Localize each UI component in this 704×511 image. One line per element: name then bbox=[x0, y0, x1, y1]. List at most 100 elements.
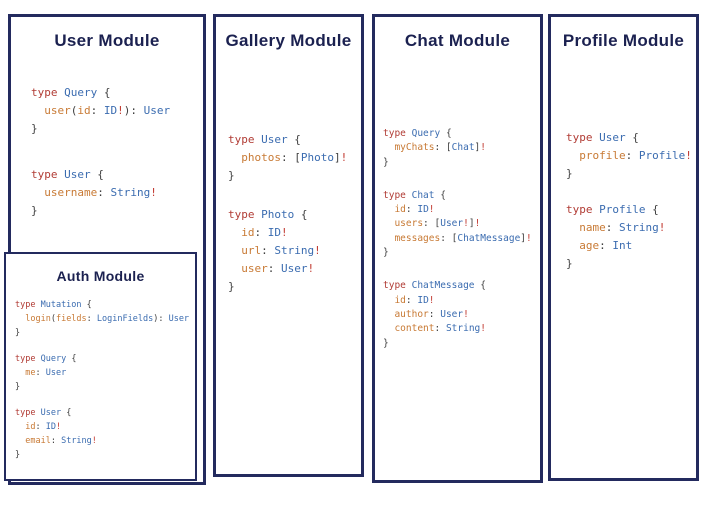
code-line: } bbox=[228, 278, 361, 296]
code-block: type ChatMessage { id: ID! author: User!… bbox=[383, 279, 540, 350]
code-token-field: id bbox=[15, 422, 36, 432]
code-token-type: Photo bbox=[261, 208, 301, 221]
code-token-punct: } bbox=[228, 169, 235, 182]
code-token-punct: : bbox=[97, 186, 111, 199]
code-token-punct: } bbox=[566, 167, 573, 180]
code-token-punct: ( bbox=[50, 314, 56, 324]
code-token-punct: : bbox=[428, 308, 441, 320]
code-block: type Photo { id: ID! url: String! user: … bbox=[228, 206, 361, 296]
code-token-kw: type bbox=[383, 128, 412, 139]
code-token-field: email bbox=[15, 436, 51, 446]
code-token-field: username bbox=[31, 186, 98, 199]
code-line: type ChatMessage { bbox=[383, 279, 540, 293]
code-token-punct: } bbox=[15, 328, 21, 338]
code-token-punct: { bbox=[294, 133, 301, 146]
code-line: } bbox=[228, 167, 361, 185]
code-token-kw: type bbox=[566, 203, 600, 216]
code-token-punct: : bbox=[35, 422, 46, 432]
code-token-field: user bbox=[31, 104, 71, 117]
code-token-type: String bbox=[619, 221, 659, 234]
code-token-kw: type bbox=[228, 208, 262, 221]
code-token-punct: : bbox=[254, 226, 268, 239]
code-token-type: ID bbox=[103, 104, 118, 117]
code-line: type Query { bbox=[31, 84, 203, 102]
code-token-bang: ! bbox=[150, 186, 157, 199]
code-token-punct: : bbox=[625, 149, 639, 162]
code-token-punct: } bbox=[15, 382, 21, 392]
code-token-punct: : bbox=[90, 104, 104, 117]
code-token-bang: ! bbox=[281, 226, 288, 239]
code-block: type User { photos: [Photo]!} bbox=[228, 131, 361, 185]
code-line: type Query { bbox=[383, 127, 540, 141]
code-token-punct: { bbox=[480, 280, 486, 292]
code-line: profile: Profile! bbox=[566, 147, 696, 165]
code-token-type: User bbox=[281, 262, 308, 275]
code-token-punct: ): bbox=[123, 104, 144, 117]
code-token-punct: ( bbox=[70, 104, 78, 117]
code-line: users: [User!]! bbox=[383, 217, 540, 231]
code-token-kw: type bbox=[15, 408, 41, 418]
code-line: login(fields: LoginFields): User bbox=[15, 312, 195, 326]
code-line: user: User! bbox=[228, 260, 361, 278]
code-token-type: Query bbox=[40, 354, 72, 364]
code-token-field: id bbox=[383, 204, 406, 216]
code-token-type: String bbox=[445, 323, 481, 335]
code-token-type: User bbox=[440, 308, 464, 320]
code-line: } bbox=[15, 448, 195, 462]
code-block: type Profile { name: String! age: Int} bbox=[566, 201, 696, 273]
code-token-field: photos bbox=[228, 151, 281, 164]
code-token-type: Chat bbox=[411, 189, 441, 201]
code-token-field: id bbox=[77, 104, 91, 117]
panel-chat-module: Chat Module type Query { myChats: [Chat]… bbox=[372, 14, 543, 483]
code-token-type: User bbox=[168, 314, 190, 324]
code-token-type: Photo bbox=[300, 151, 334, 164]
code-token-punct: : bbox=[261, 244, 275, 257]
code-token-punct: { bbox=[440, 189, 446, 201]
profile-module-code: type User { profile: Profile!} type Profi… bbox=[566, 129, 696, 273]
code-token-punct: ): bbox=[153, 314, 169, 324]
code-line: type Chat { bbox=[383, 189, 540, 203]
code-line: author: User! bbox=[383, 308, 540, 322]
code-token-field: profile bbox=[566, 149, 626, 162]
code-token-punct: } bbox=[31, 204, 38, 217]
code-token-punct: : [ bbox=[434, 142, 452, 154]
code-token-field: fields bbox=[55, 314, 87, 324]
code-line: id: ID! bbox=[383, 203, 540, 217]
code-block: type User { username: String!} bbox=[31, 166, 203, 220]
code-token-punct: : [ bbox=[280, 151, 301, 164]
code-line: type Mutation { bbox=[15, 298, 195, 312]
code-token-punct: ] bbox=[333, 151, 341, 164]
code-token-bang: ! bbox=[117, 104, 124, 117]
code-token-field: id bbox=[383, 294, 406, 306]
code-token-bang: ! bbox=[91, 436, 97, 446]
code-token-punct: ] bbox=[520, 232, 527, 244]
code-line: } bbox=[383, 156, 540, 170]
code-token-type: String bbox=[274, 244, 315, 257]
code-token-kw: type bbox=[383, 280, 412, 292]
code-token-punct: : [ bbox=[423, 218, 441, 230]
code-token-type: String bbox=[110, 186, 151, 199]
code-token-field: login bbox=[15, 314, 51, 324]
code-block: type Query { myChats: [Chat]!} bbox=[383, 127, 540, 170]
code-token-type: ChatMessage bbox=[411, 280, 481, 292]
code-token-bang: ! bbox=[428, 294, 435, 306]
code-token-field: content bbox=[383, 323, 435, 335]
code-line: url: String! bbox=[228, 242, 361, 260]
code-block: type User { id: ID! email: String!} bbox=[15, 406, 195, 462]
code-token-type: Mutation bbox=[40, 300, 87, 310]
code-token-type: Int bbox=[612, 239, 633, 252]
code-token-type: User bbox=[599, 131, 633, 144]
code-block: type User { profile: Profile!} bbox=[566, 129, 696, 183]
code-token-type: ChatMessage bbox=[457, 232, 521, 244]
code-line: email: String! bbox=[15, 434, 195, 448]
code-token-kw: type bbox=[383, 189, 412, 201]
code-token-type: LoginFields bbox=[96, 314, 154, 324]
code-token-type: ID bbox=[45, 422, 56, 432]
code-token-field: author bbox=[383, 308, 429, 320]
code-line: type User { bbox=[15, 406, 195, 420]
code-block: type Mutation { login(fields: LoginField… bbox=[15, 298, 195, 340]
code-token-field: myChats bbox=[383, 142, 435, 154]
code-token-punct: } bbox=[228, 280, 235, 293]
code-token-type: Chat bbox=[451, 142, 475, 154]
code-token-punct: { bbox=[445, 128, 452, 139]
